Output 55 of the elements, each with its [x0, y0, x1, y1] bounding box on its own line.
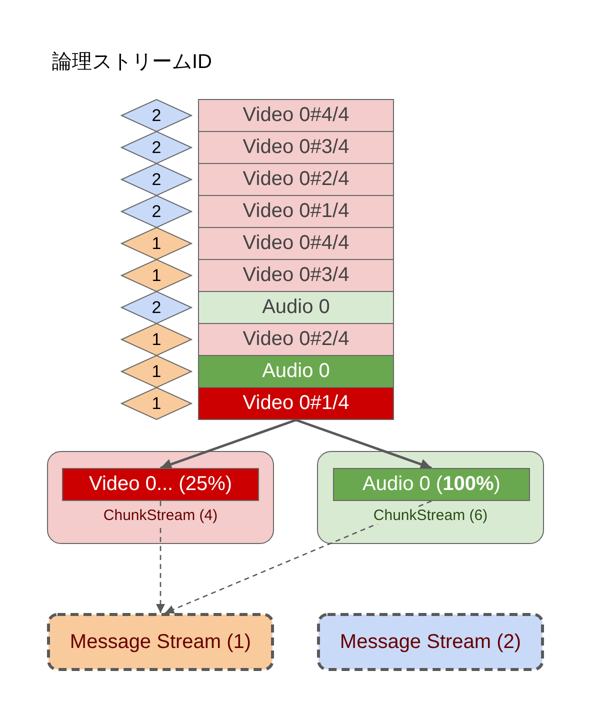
- chunk-box: [198, 291, 394, 324]
- message-stream-box: [47, 613, 274, 671]
- chunk-box: [198, 99, 394, 132]
- arrow: [296, 418, 432, 470]
- chunk-label: Video 0#3/4: [242, 264, 350, 287]
- stream-id-diamond: [121, 163, 192, 196]
- message-stream-label: Message Stream (1): [70, 630, 252, 654]
- stream-id-diamond: [121, 291, 192, 324]
- stream-id-diamond: [121, 387, 192, 420]
- stream-id-number: 2: [152, 106, 162, 126]
- chunk-progress-bar: [333, 468, 530, 501]
- stream-id-diamond: [121, 195, 192, 228]
- chunk-box: [198, 131, 394, 164]
- stream-id-number: 1: [152, 266, 162, 286]
- chunk-box: [198, 227, 394, 260]
- chunk-box: [198, 387, 394, 420]
- chunk-box: [198, 323, 394, 356]
- chunk-box: [198, 259, 394, 292]
- arrow: [164, 500, 432, 614]
- chunk-label: Audio 0: [262, 360, 330, 383]
- stream-id-diamond: [121, 355, 192, 388]
- title: 論理ストリームID: [52, 51, 212, 74]
- chunk-progress-bar: [62, 468, 259, 501]
- chunk-stream-panel: [47, 451, 274, 544]
- chunk-progress-label: Video 0... (25%): [88, 473, 232, 496]
- stream-id-number: 1: [152, 394, 162, 414]
- stream-id-diamond: [121, 323, 192, 356]
- message-stream-box: [317, 613, 544, 671]
- arrow: [160, 418, 296, 470]
- chunk-box: [198, 355, 394, 388]
- chunk-label: Video 0#1/4: [242, 200, 350, 223]
- stream-id-number: 1: [152, 330, 162, 350]
- arrow: [156, 501, 165, 613]
- stream-id-number: 1: [152, 234, 162, 254]
- stream-id-diamond: [121, 99, 192, 132]
- chunk-box: [198, 163, 394, 196]
- message-stream-label: Message Stream (2): [340, 630, 522, 654]
- stream-id-diamond: [121, 259, 192, 292]
- chunk-label: Video 0#2/4: [242, 328, 350, 351]
- stream-id-number: 2: [152, 298, 162, 318]
- stream-id-number: 2: [152, 138, 162, 158]
- chunk-label: Video 0#2/4: [242, 168, 350, 191]
- chunk-progress-label: Audio 0 (100%): [362, 473, 500, 496]
- chunk-label: Video 0#4/4: [242, 104, 350, 127]
- chunk-box: [198, 195, 394, 228]
- chunk-label: Video 0#4/4: [242, 232, 350, 255]
- chunk-label: Video 0#1/4: [242, 392, 350, 415]
- stream-id-number: 2: [152, 170, 162, 190]
- stream-id-number: 1: [152, 362, 162, 382]
- chunk-label: Audio 0: [262, 296, 330, 319]
- chunk-stream-panel: [317, 451, 544, 544]
- stream-id-diamond: [121, 227, 192, 260]
- chunk-label: Video 0#3/4: [242, 136, 350, 159]
- stream-id-number: 2: [152, 202, 162, 222]
- stream-id-diamond: [121, 131, 192, 164]
